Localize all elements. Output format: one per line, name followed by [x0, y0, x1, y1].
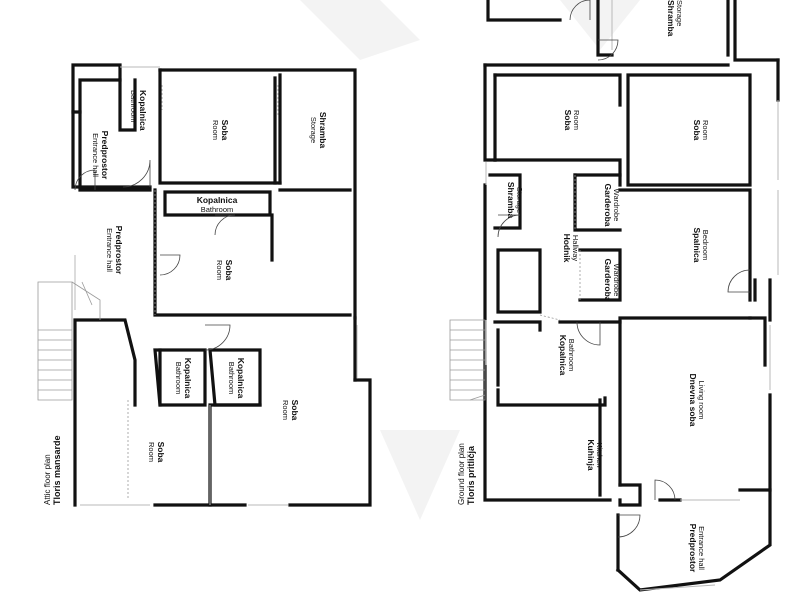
room-name: Garderoba [603, 259, 613, 302]
room-name-en: Entrance hall [105, 228, 114, 272]
room-name-en: Bathroom [567, 339, 576, 372]
room-label: Kopalnica Bathroom [227, 358, 246, 399]
ground-windows [485, 0, 779, 591]
room-name-en: Bathroom [129, 90, 138, 123]
room-label: Predprostor Entrance hall [91, 131, 110, 180]
room-label: Predprostor Entrance hall [688, 524, 706, 573]
room-label: Kopalnica Bathroom [129, 90, 148, 131]
room-name-en: Room [701, 120, 710, 140]
room-name: Soba [224, 260, 234, 281]
room-name: Shramba [318, 112, 328, 149]
room-name: Soba [220, 120, 230, 141]
attic-plan: Kopalnica Bathroom Soba Room Shramba Sto… [37, 63, 372, 507]
ground-room-labels: Shramba Storage Soba Room Soba Room Shra… [506, 0, 710, 573]
attic-room-labels: Kopalnica Bathroom Soba Room Shramba Sto… [91, 90, 328, 463]
room-name-en: Room [147, 442, 156, 462]
room-name: Predprostor [114, 226, 124, 275]
room-name-en: Hallway [571, 235, 580, 262]
plan-subtitle: Ground floor plan [457, 443, 466, 505]
room-label: Dnevna soba Living room [688, 374, 706, 427]
room-name: Hodnik [562, 234, 572, 263]
room-label: Kuhinja Kitchen [586, 439, 604, 470]
room-label: Soba Room [692, 120, 710, 141]
ground-stairs [449, 319, 486, 401]
room-label: Garderoba Wardrobe [603, 259, 621, 302]
ground-doors [497, 0, 751, 538]
room-name: Dnevna soba [688, 374, 698, 427]
room-name: Shramba [506, 182, 516, 219]
room-name: Kopalnica [558, 335, 568, 376]
room-name-en: Wardrobe [612, 264, 621, 297]
room-name-en: Wardrobe [612, 189, 621, 222]
room-label: Shramba Storage [666, 0, 684, 37]
room-name-en: Storage [675, 0, 684, 26]
room-label: Soba Room [147, 442, 166, 463]
room-label: Hodnik Hallway [562, 234, 580, 263]
ground-plan: Shramba Storage Soba Room Soba Room Shra… [449, 0, 780, 592]
room-name-en: Room [572, 110, 581, 130]
plan-title: Tloris pritličja [466, 445, 476, 505]
room-name-en: Bedroom [701, 230, 710, 260]
room-name-en: Bathroom [174, 362, 183, 395]
plan-title: Tloris mansarde [52, 435, 62, 505]
room-name: Soba [290, 400, 300, 421]
room-label: Shramba Storage [506, 182, 524, 219]
room-name-en: Bathroom [201, 205, 234, 214]
room-label: Kopalnica Bathroom [174, 358, 193, 399]
plan-subtitle: Attic floor plan [43, 454, 52, 505]
room-name-en: Bathroom [227, 362, 236, 395]
attic-dashed-lines [127, 85, 279, 500]
room-name: Kopalnica [197, 195, 238, 205]
watermark [300, 0, 640, 520]
room-name-en: Storage [515, 187, 524, 213]
room-name: Spalnica [692, 228, 702, 263]
room-label: Kopalnica Bathroom [197, 195, 238, 214]
ground-walls [483, 0, 780, 592]
room-label: Kopalnica Bathroom [558, 335, 576, 376]
room-label: Shramba Storage [309, 112, 328, 149]
ground-dashed-lines [539, 175, 581, 321]
room-name: Kopalnica [236, 358, 246, 399]
room-name: Soba [156, 442, 166, 463]
room-name: Soba [692, 120, 702, 141]
attic-stairs [37, 281, 101, 401]
room-name-en: Room [211, 120, 220, 140]
room-name: Soba [563, 110, 573, 131]
room-name-en: Room [215, 260, 224, 280]
room-label: Soba Room [215, 260, 234, 281]
room-label: Soba Room [211, 120, 230, 141]
room-name-en: Entrance hall [91, 133, 100, 177]
room-label: Soba Room [281, 400, 300, 421]
attic-doors [74, 159, 236, 351]
room-label: Spalnica Bedroom [692, 228, 710, 263]
room-name-en: Entrance hall [697, 526, 706, 570]
room-label: Garderoba Wardrobe [603, 184, 621, 227]
room-name: Kuhinja [586, 439, 596, 470]
room-label: Soba Room [563, 110, 581, 131]
room-name: Kopalnica [183, 358, 193, 399]
room-name-en: Storage [309, 117, 318, 143]
room-name: Kopalnica [138, 90, 148, 131]
room-name-en: Room [281, 400, 290, 420]
room-name: Garderoba [603, 184, 613, 227]
room-name-en: Kitchen [595, 442, 604, 467]
attic-plan-title: Tloris mansarde Attic floor plan [43, 435, 62, 505]
room-name: Shramba [666, 0, 676, 37]
ground-plan-title: Tloris pritličja Ground floor plan [457, 443, 476, 505]
room-name: Predprostor [100, 131, 110, 180]
room-label: Predprostor Entrance hall [105, 226, 124, 275]
attic-windows [74, 66, 358, 506]
room-name-en: Living room [697, 381, 706, 420]
room-name: Predprostor [688, 524, 698, 573]
